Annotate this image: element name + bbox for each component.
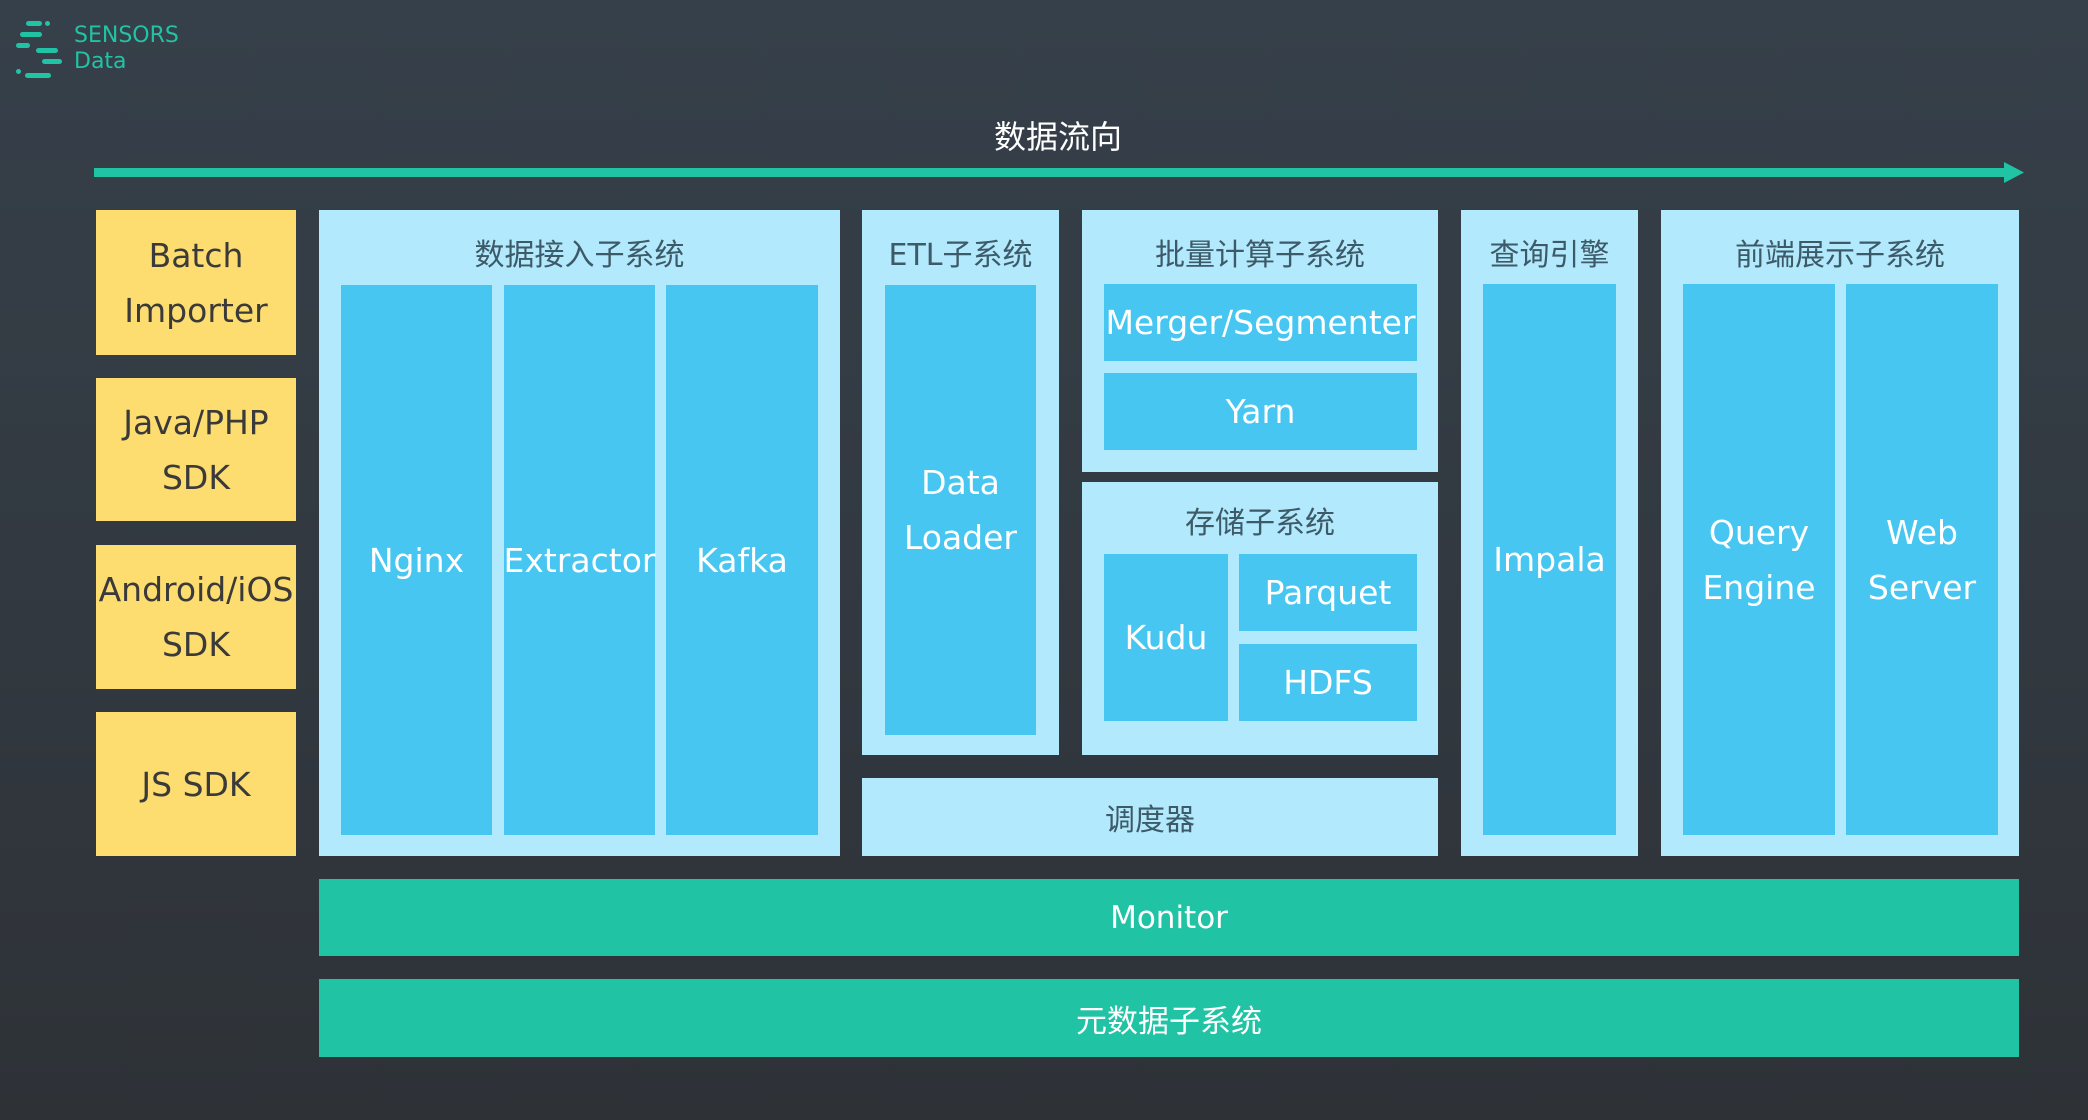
ingest-subsystem-panel: 数据接入子系统 Nginx Extractor Kafka <box>319 210 840 856</box>
impala-component: Impala <box>1483 284 1616 835</box>
source-batch-importer: Batch Importer <box>96 210 296 355</box>
yarn-component: Yarn <box>1104 373 1417 450</box>
logo: SENSORS Data <box>16 18 179 82</box>
nginx-component: Nginx <box>341 285 492 835</box>
source-java-php-sdk: Java/PHP SDK <box>96 378 296 521</box>
monitor-bar: Monitor <box>319 879 2019 956</box>
batch-compute-subsystem-title: 批量计算子系统 <box>1155 238 1365 273</box>
storage-subsystem-title: 存储子系统 <box>1185 506 1335 541</box>
flow-arrow-icon <box>94 162 2024 183</box>
logo-mark-icon <box>16 21 62 78</box>
hdfs-component: HDFS <box>1239 644 1417 721</box>
scheduler-bar: 调度器 <box>862 778 1438 856</box>
logo-text-line1: SENSORS <box>74 23 179 48</box>
metadata-subsystem-bar: 元数据子系统 <box>319 979 2019 1057</box>
etl-subsystem-panel: ETL子系统 Data Loader <box>862 210 1059 755</box>
source-android-ios-sdk: Android/iOS SDK <box>96 545 296 689</box>
query-engine-component: Query Engine <box>1683 284 1835 835</box>
batch-compute-subsystem-panel: 批量计算子系统 Merger/Segmenter Yarn <box>1082 210 1438 472</box>
logo-text-line2: Data <box>74 49 127 74</box>
kafka-component: Kafka <box>666 285 818 835</box>
web-server-component: Web Server <box>1846 284 1998 835</box>
extractor-component: Extractor <box>504 285 655 835</box>
kudu-component: Kudu <box>1104 554 1228 721</box>
source-js-sdk: JS SDK <box>96 712 296 856</box>
etl-subsystem-title: ETL子系统 <box>888 238 1033 273</box>
data-loader-component: Data Loader <box>885 285 1036 735</box>
parquet-component: Parquet <box>1239 554 1417 631</box>
merger-segmenter-component: Merger/Segmenter <box>1104 284 1417 361</box>
query-engine-title: 查询引擎 <box>1489 238 1610 273</box>
query-engine-panel: 查询引擎 Impala <box>1461 210 1638 856</box>
frontend-subsystem-panel: 前端展示子系统 Query Engine Web Server <box>1661 210 2019 856</box>
storage-subsystem-panel: 存储子系统 Kudu Parquet HDFS <box>1082 482 1438 755</box>
flow-label: 数据流向 <box>993 118 1122 156</box>
ingest-subsystem-title: 数据接入子系统 <box>474 238 685 273</box>
frontend-subsystem-title: 前端展示子系统 <box>1735 238 1945 273</box>
